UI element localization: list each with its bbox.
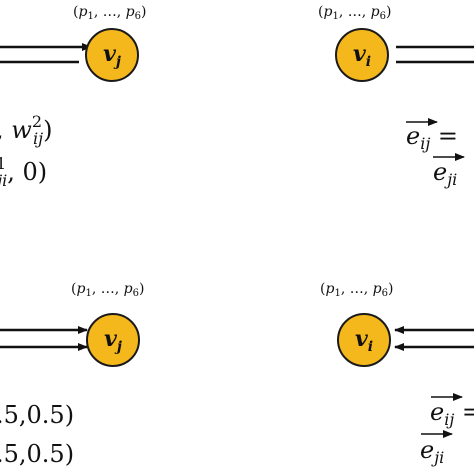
node-circle bbox=[86, 313, 140, 367]
node-circle bbox=[337, 313, 391, 367]
node-label: vi bbox=[353, 41, 371, 70]
node-label: vi bbox=[355, 326, 373, 355]
top-right-panel: (p1, …, p6) vi eij = eji bbox=[318, 4, 474, 189]
node-circle bbox=[85, 28, 139, 82]
node-circle bbox=[335, 28, 389, 82]
node-params-label: (p1, …, p6) bbox=[73, 4, 146, 22]
weight-line-2: 1ji, 0) bbox=[0, 154, 47, 190]
edge-vector-e-ij: eij = bbox=[406, 122, 458, 153]
node-params-label: (p1, …, p6) bbox=[318, 4, 391, 22]
edge-vector-e-ij: eij = bbox=[430, 398, 474, 429]
node-params-label: (p1, …, p6) bbox=[71, 281, 144, 299]
node-params-label: (p1, …, p6) bbox=[320, 281, 393, 299]
bottom-left-panel: (p1, …, p6) vj .5,0.5) .5,0.5) bbox=[0, 281, 144, 468]
bottom-right-panel: (p1, …, p6) vi eij = eji bbox=[320, 281, 474, 467]
weight-line-1: .5,0.5) bbox=[0, 401, 74, 429]
weight-line-2: .5,0.5) bbox=[0, 440, 74, 468]
edge-vector-e-ji: eji bbox=[433, 158, 457, 189]
node-label: vj bbox=[103, 41, 121, 70]
edge-vector-e-ji: eji bbox=[420, 436, 444, 467]
node-label: vj bbox=[104, 326, 122, 355]
